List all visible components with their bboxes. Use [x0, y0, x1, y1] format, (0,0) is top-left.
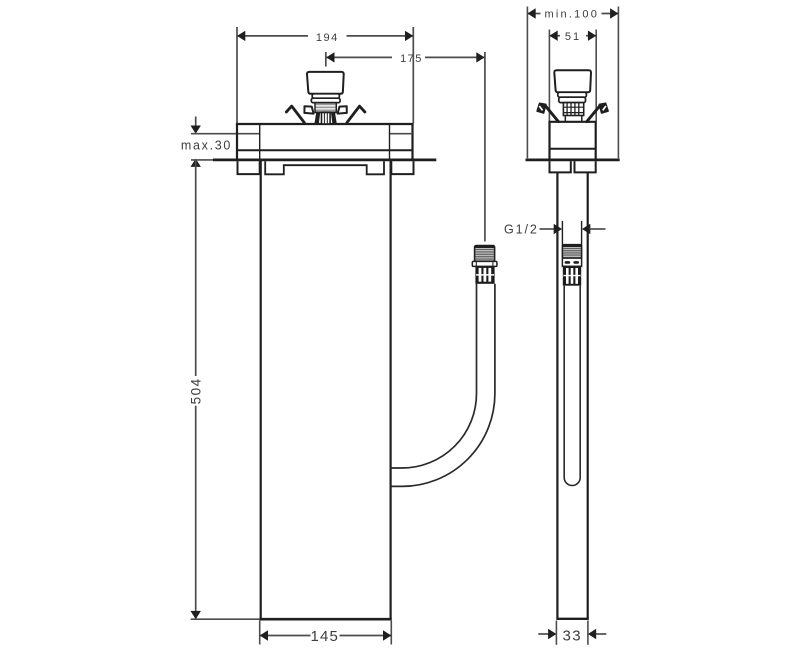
svg-text:175: 175 [400, 53, 423, 65]
svg-text:G1/2: G1/2 [504, 223, 539, 237]
svg-text:51: 51 [565, 31, 581, 43]
svg-text:194: 194 [316, 32, 339, 44]
svg-text:145: 145 [310, 628, 339, 645]
svg-text:33: 33 [563, 628, 583, 645]
svg-text:min.100: min.100 [545, 9, 600, 21]
svg-text:504: 504 [188, 377, 203, 404]
svg-text:max.30: max.30 [181, 139, 232, 153]
